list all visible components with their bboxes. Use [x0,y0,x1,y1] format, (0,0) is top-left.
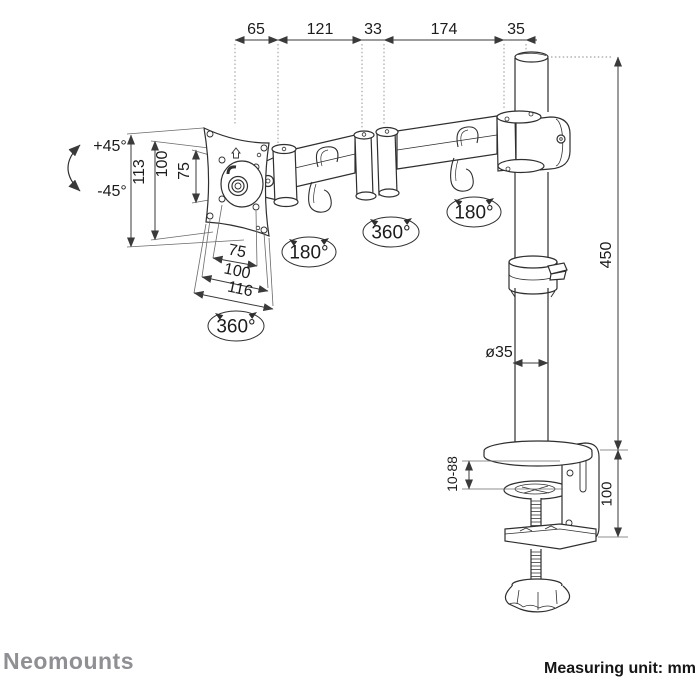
dim-label-vesa-height-100: 100 [154,150,171,178]
rotation-indicator-arm-plate [281,236,337,268]
tilt-up-label: +45° [93,138,127,155]
tilt-indicator [67,144,81,192]
monitor-arm [257,110,571,213]
dim-label-vesa-height-75: 75 [176,162,193,180]
dim-label-top-4: 174 [430,21,458,38]
clamp-screw [530,498,542,529]
dim-label-pole-height: 450 [598,241,615,269]
extension-lines [234,44,611,143]
brand-logo: Neomounts [3,648,134,674]
dimension-lines-right [462,56,628,538]
dim-label-desk-thickness: 10-88 [444,456,460,492]
clamp-screw-lower [530,549,542,584]
dim-label-clamp-height: 100 [598,481,616,507]
dim-label-vesa-width-75: 75 [226,241,248,262]
dim-label-top-1: 65 [247,21,265,38]
desk-clamp [483,440,600,613]
rotation-indicator-vesa [207,310,265,342]
dim-label-pole-diameter: ø35 [485,344,513,361]
dim-label-vesa-height-113: 113 [131,159,148,185]
clamp-knob [504,578,571,613]
dim-label-top-3: 33 [364,21,382,38]
orientation-up-arrow-icon [231,147,241,159]
pole-collar [508,255,568,298]
keyhole-slot [226,165,237,175]
dimension-lines-vesa [193,204,274,312]
rotation-indicators [207,196,502,342]
rotation-label-arm-middle: 360° [371,222,411,244]
rotation-indicator-arm-pole [446,196,502,228]
rotation-indicator-arm-middle [362,216,420,248]
tilt-down-label: -45° [97,183,127,200]
dim-label-top-5: 35 [507,21,525,38]
cable-hook [308,126,479,213]
vesa-plate [203,126,270,237]
rotation-label-vesa: 360° [216,316,256,338]
dim-label-top-2: 121 [306,21,334,38]
rotation-label-arm-pole: 180° [454,202,494,224]
measuring-unit-note: Measuring unit: mm [543,660,696,677]
rotation-label-arm-plate: 180° [289,242,329,264]
